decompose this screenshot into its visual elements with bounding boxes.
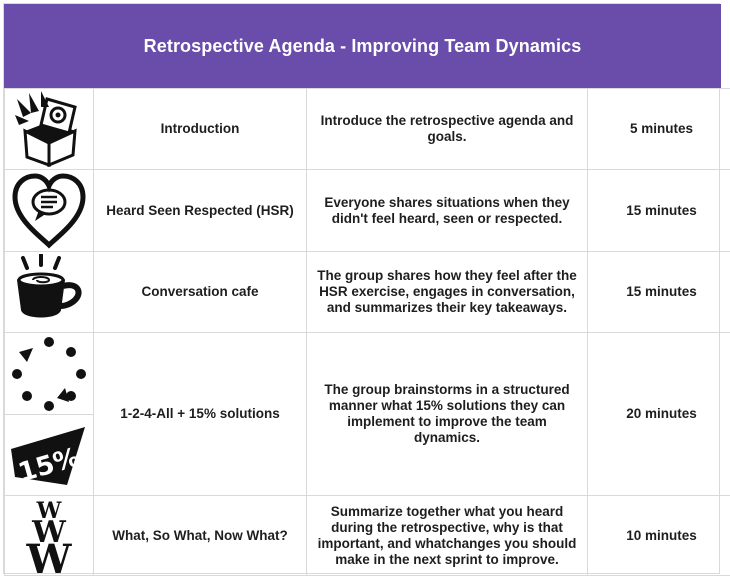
- description-cell: Summarize together what you heard during…: [306, 495, 588, 576]
- dotted-cycle-icon: [12, 336, 86, 411]
- www-medium-letter: W: [31, 515, 67, 550]
- table-row: W W W What, So What, Now What? Summarize…: [4, 495, 730, 576]
- icon-cell: [4, 88, 94, 170]
- icon-cell: 15%: [4, 332, 94, 496]
- duration-cell: 15 minutes: [587, 251, 730, 333]
- icon-cell: W W W: [4, 495, 94, 576]
- icon-cell: [4, 169, 94, 252]
- duration-cell: 10 minutes: [587, 495, 730, 576]
- activity-cell: What, So What, Now What?: [93, 495, 307, 576]
- duration-cell: 15 minutes: [587, 169, 730, 252]
- activity-cell: Heard Seen Respected (HSR): [93, 169, 307, 252]
- activity-cell: Conversation cafe: [93, 251, 307, 333]
- heart-speech-icon: [12, 172, 86, 249]
- www-small-letter: W: [36, 498, 62, 524]
- coffee-cup-icon: [17, 254, 82, 318]
- description-cell: The group brainstorms in a structured ma…: [306, 332, 588, 496]
- header-bar: Retrospective Agenda - Improving Team Dy…: [4, 4, 721, 88]
- activity-cell: 1-2-4-All + 15% solutions: [93, 332, 307, 496]
- agenda-card: Retrospective Agenda - Improving Team Dy…: [3, 3, 730, 576]
- agenda-table: Introduction Introduce the retrospective…: [4, 88, 730, 576]
- table-row: Heard Seen Respected (HSR) Everyone shar…: [4, 169, 730, 252]
- www-icon: W W W: [26, 498, 73, 574]
- www-large-letter: W: [26, 536, 73, 574]
- duration-cell: 20 minutes: [587, 332, 730, 496]
- icon-cell: [4, 251, 94, 333]
- description-cell: Introduce the retrospective agenda and g…: [306, 88, 588, 170]
- fifteen-percent-icon: 15%: [11, 426, 85, 488]
- duration-cell: 5 minutes: [587, 88, 730, 170]
- description-cell: The group shares how they feel after the…: [306, 251, 588, 333]
- gift-box-icon: [15, 91, 77, 167]
- activity-cell: Introduction: [93, 88, 307, 170]
- table-row: 15% 1-2-4-All + 15% solutions The group …: [4, 332, 730, 496]
- table-row: Conversation cafe The group shares how t…: [4, 251, 730, 333]
- page-title: Retrospective Agenda - Improving Team Dy…: [143, 35, 582, 56]
- description-cell: Everyone shares situations when they did…: [306, 169, 588, 252]
- table-row: Introduction Introduce the retrospective…: [4, 88, 730, 170]
